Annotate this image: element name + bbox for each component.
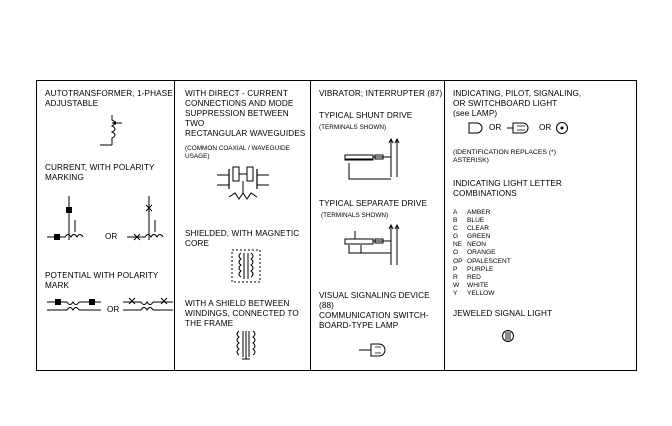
shielded-transformer-symbol <box>231 249 261 283</box>
combination-code: W <box>453 281 460 289</box>
label-shielded: SHIELDED, WITH MAGNETIC CORE <box>185 229 300 248</box>
letter-combination-row: W WHITE <box>453 282 511 290</box>
combination-code: OP <box>453 257 463 265</box>
separate-drive-symbol <box>344 223 400 265</box>
combination-color-name: OPALESCENT <box>467 257 511 265</box>
letter-combination-row: P PURPLE <box>453 266 511 274</box>
combination-color-name: PURPLE <box>467 265 494 273</box>
label-direct-current: WITH DIRECT - CURRENT CONNECTIONS AND MO… <box>185 89 306 138</box>
label-separate-drive: TYPICAL SEPARATE DRIVE <box>319 199 428 208</box>
potential-transformer-symbol-a <box>47 299 101 311</box>
shunt-drive-symbol <box>344 137 400 180</box>
letter-combination-row: C CLEAR <box>453 225 511 233</box>
label-coaxial-note: (COMMON COAXIAL / WAVEGUIDE USAGE) <box>185 145 290 160</box>
combination-code: B <box>453 217 458 225</box>
waveguide-transformer-symbol <box>217 166 269 200</box>
combination-color-name: WHITE <box>467 281 489 289</box>
combination-color-name: CLEAR <box>467 225 489 233</box>
letter-combination-row: B BLUE <box>453 217 511 225</box>
shield-between-transformer-symbol <box>236 330 256 360</box>
column-indicating-lights: INDICATING, PILOT, SIGNALING, OR SWITCHB… <box>445 81 638 370</box>
label-letter-combinations: INDICATING LIGHT LETTER COMBINATIONS <box>453 179 562 198</box>
indicating-or-2: OR <box>539 123 552 132</box>
label-autotransformer: AUTOTRANSFORMER, 1-PHASE ADJUSTABLE <box>45 89 173 108</box>
label-current-transformer: CURRENT, WITH POLARITY MARKING <box>45 163 155 182</box>
label-indicating-light: INDICATING, PILOT, SIGNALING, OR SWITCHB… <box>453 89 582 108</box>
indicating-light-symbol-c <box>556 122 568 134</box>
combination-code: A <box>453 209 458 216</box>
potential-transformer-symbol-b <box>123 297 173 311</box>
column-transformers: AUTOTRANSFORMER, 1-PHASE ADJUSTABLE CURR… <box>37 81 175 370</box>
current-transformer-symbol-b <box>127 196 164 241</box>
column-vibrators: VIBRATOR; INTERRUPTER (87) TYPICAL SHUNT… <box>311 81 445 370</box>
label-vibrator: VIBRATOR; INTERRUPTER (87) <box>319 89 443 98</box>
letter-combination-row: Y YELLOW <box>453 290 511 298</box>
combination-code: O <box>453 249 459 257</box>
label-terminals-2: (TERMINALS SHOWN) <box>321 212 389 219</box>
label-potential-transformer: POTENTIAL WITH POLARITY MARK <box>45 271 159 290</box>
combination-code: NE <box>453 241 463 249</box>
letter-combination-row: O ORANGE <box>453 249 511 257</box>
letter-combination-row: R RED <box>453 274 511 282</box>
combination-color-name: NEON <box>467 241 487 249</box>
letter-combination-row: OP OPALESCENT <box>453 258 511 266</box>
indicating-light-symbol-b <box>507 122 529 134</box>
combination-code: P <box>453 265 458 273</box>
label-identification: (IDENTIFICATION REPLACES (*) ASTERISK) <box>453 149 556 164</box>
current-transformer-symbol-a <box>47 196 84 240</box>
symbol-chart: AUTOTRANSFORMER, 1-PHASE ADJUSTABLE CURR… <box>36 80 637 371</box>
combination-code: R <box>453 273 458 281</box>
jeweled-signal-light-symbol <box>502 330 514 342</box>
letter-combination-row: NE NEON <box>453 241 511 249</box>
letter-combination-row: G GREEN <box>453 233 511 241</box>
switchboard-lamp-symbol <box>359 343 386 357</box>
indicating-light-symbol-a <box>468 122 483 134</box>
label-terminals-1: (TERMINALS SHOWN) <box>319 124 387 131</box>
combination-code: G <box>453 233 459 241</box>
label-communication-lamp: COMMUNICATION SWITCH- BOARD-TYPE LAMP <box>319 311 429 330</box>
indicating-or-1: OR <box>489 123 502 132</box>
combination-color-name: RED <box>467 273 481 281</box>
current-or-label: OR <box>105 232 118 241</box>
combination-color-name: YELLOW <box>467 289 495 297</box>
label-shield-between: WITH A SHIELD BETWEEN WINDINGS, CONNECTE… <box>185 299 299 328</box>
combination-code: Y <box>453 289 458 297</box>
autotransformer-symbol <box>100 115 122 146</box>
column-waveguides: WITH DIRECT - CURRENT CONNECTIONS AND MO… <box>175 81 311 370</box>
label-see-lamp: (see LAMP) <box>453 109 498 118</box>
combination-color-name: ORANGE <box>467 249 496 257</box>
combination-code: C <box>453 225 458 233</box>
combination-color-name: AMBER <box>467 209 491 216</box>
combination-color-name: BLUE <box>467 217 485 225</box>
label-visual-signaling: VISUAL SIGNALING DEVICE (88) <box>319 291 430 310</box>
label-jeweled-signal: JEWELED SIGNAL LIGHT <box>453 309 553 318</box>
label-shunt-drive: TYPICAL SHUNT DRIVE <box>319 111 413 120</box>
potential-or-label: OR <box>107 305 120 314</box>
combination-color-name: GREEN <box>467 233 491 241</box>
letter-combination-row: A AMBER <box>453 209 511 217</box>
